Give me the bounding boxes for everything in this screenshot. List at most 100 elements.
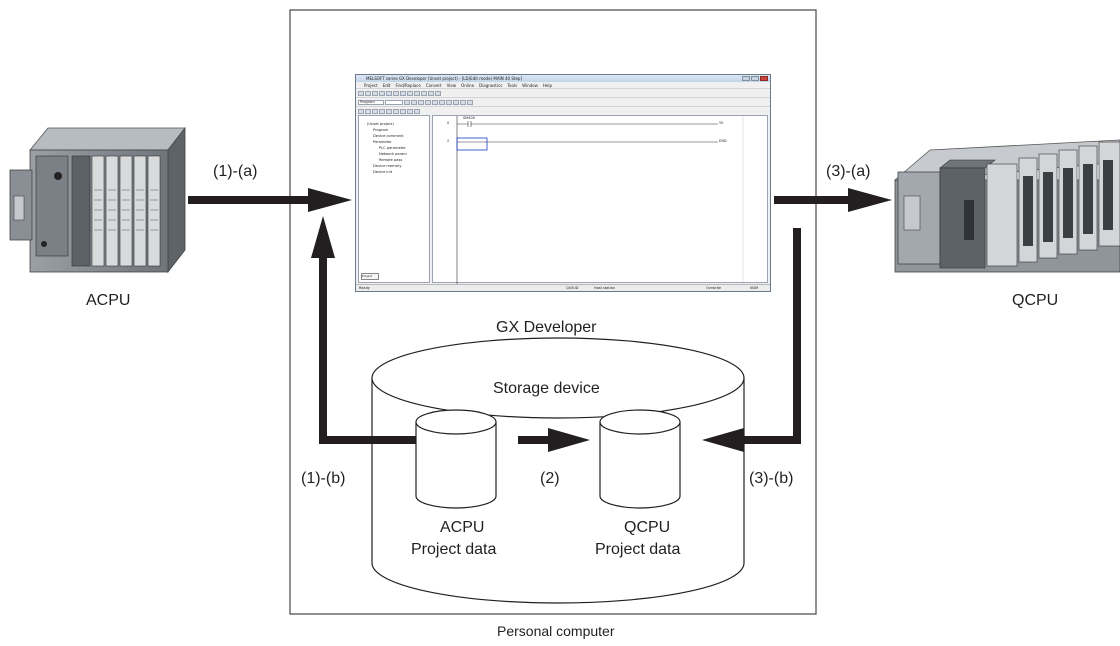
project-tab[interactable]: Project — [361, 273, 379, 280]
menu-online[interactable]: Online — [461, 82, 475, 88]
vline-icon[interactable] — [453, 99, 459, 105]
program-combo[interactable]: Program — [358, 99, 384, 105]
qcpu-label: QCPU — [1012, 292, 1059, 309]
tree-remote-pass[interactable]: Remote pass — [379, 158, 403, 162]
read-icon[interactable] — [435, 90, 441, 96]
personal-computer-label: Personal computer — [497, 623, 615, 639]
rising-icon[interactable] — [460, 99, 466, 105]
menu-view[interactable]: View — [446, 82, 457, 88]
save-icon[interactable] — [372, 90, 378, 96]
ladder-step-0: 0 — [447, 121, 450, 125]
step-1a-label: (1)-(a) — [213, 163, 258, 180]
step-2-label: (2) — [540, 470, 560, 487]
acpu-project-line2: Project data — [411, 541, 497, 558]
write-icon[interactable] — [428, 90, 434, 96]
copy-icon[interactable] — [393, 90, 399, 96]
note-icon[interactable] — [393, 108, 399, 114]
tree-plc-parameter[interactable]: PLC parameter — [379, 146, 406, 150]
ladder-diagram — [456, 116, 744, 286]
menu-diagnostics[interactable]: Diagnostics — [479, 82, 503, 88]
contact-nc-icon[interactable] — [425, 99, 431, 105]
qcpu-project-data-cylinder — [599, 409, 681, 509]
coil-icon[interactable] — [432, 99, 438, 105]
status-station: Host station — [594, 286, 616, 290]
gx-menu-bar: Project Edit Find/Replace Convert View O… — [356, 82, 770, 88]
menu-convert[interactable]: Convert — [425, 82, 442, 88]
cut-icon[interactable] — [386, 90, 392, 96]
ladder-view-icon[interactable] — [404, 99, 410, 105]
paste-icon[interactable] — [400, 90, 406, 96]
maximize-button[interactable] — [751, 76, 759, 81]
step-1b-label: (1)-(b) — [301, 470, 346, 487]
convert-icon[interactable] — [400, 108, 406, 114]
tree-parameter[interactable]: Parameter — [373, 140, 392, 144]
falling-icon[interactable] — [467, 99, 473, 105]
menu-help[interactable]: Help — [542, 82, 553, 88]
stop-monitor-icon[interactable] — [372, 108, 378, 114]
device-icon[interactable] — [414, 108, 420, 114]
acpu-project-data-cylinder — [415, 409, 497, 509]
project-tree-panel: (Unset project) Program Device comment P… — [358, 115, 430, 283]
gx-window-title: MELSOFT series GX Developer (Unset proje… — [366, 76, 523, 81]
arrow-1b — [311, 216, 416, 444]
acpu-project-line1: ACPU — [440, 519, 485, 536]
hline-icon[interactable] — [446, 99, 452, 105]
gx-toolbar-1 — [356, 88, 770, 97]
step-3a-label: (3)-(a) — [826, 163, 871, 180]
function-icon[interactable] — [439, 99, 445, 105]
gx-title-bar: MELSOFT series GX Developer (Unset proje… — [356, 75, 770, 82]
gx-body: (Unset project) Program Device comment P… — [356, 113, 770, 286]
list-view-icon[interactable] — [411, 99, 417, 105]
tree-device-memory[interactable]: Device memory — [373, 164, 402, 168]
undo-icon[interactable] — [407, 90, 413, 96]
menu-project[interactable]: Project — [364, 82, 378, 88]
print-icon[interactable] — [379, 90, 385, 96]
acpu-label: ACPU — [86, 292, 131, 309]
close-button[interactable] — [760, 76, 768, 81]
gx-status-bar: Ready Q03UD Host station Ovrwrite NUM — [356, 284, 770, 291]
menu-window[interactable]: Window — [522, 82, 538, 88]
menu-tools[interactable]: Tools — [507, 82, 518, 88]
personal-computer-frame — [289, 9, 817, 615]
ladder-contact-label: SM400 — [463, 116, 475, 120]
menu-find-replace[interactable]: Find/Replace — [395, 82, 421, 88]
tree-device-init[interactable]: Device init — [373, 170, 393, 174]
status-cpu: Q03UD — [566, 286, 579, 290]
arrow-3b — [702, 228, 801, 452]
ladder-step-2: 2 — [447, 139, 450, 143]
gx-developer-label: GX Developer — [496, 319, 597, 336]
minimize-button[interactable] — [742, 76, 750, 81]
arrow-3a — [774, 188, 892, 212]
tree-program[interactable]: Program — [373, 128, 389, 132]
find-icon[interactable] — [421, 90, 427, 96]
ladder-coil-label: Y0 — [719, 121, 724, 125]
contact-no-icon[interactable] — [418, 99, 424, 105]
storage-device-label: Storage device — [493, 380, 600, 397]
gx-toolbar-2: Program — [356, 97, 770, 106]
tree-device-comment[interactable]: Device comment — [373, 134, 404, 138]
open-icon[interactable] — [365, 90, 371, 96]
monitor-icon[interactable] — [358, 108, 364, 114]
zoom-icon[interactable] — [407, 108, 413, 114]
status-ready: Ready — [359, 286, 370, 290]
acpu-device-image — [9, 126, 186, 274]
gx-toolbar-3 — [356, 106, 770, 115]
step-3b-label: (3)-(b) — [749, 470, 794, 487]
gx-developer-window: MELSOFT series GX Developer (Unset proje… — [355, 74, 771, 292]
menu-edit[interactable]: Edit — [382, 82, 391, 88]
comment-icon[interactable] — [379, 108, 385, 114]
statement-icon[interactable] — [386, 108, 392, 114]
secondary-combo[interactable] — [385, 99, 403, 105]
ladder-end-label: END — [719, 139, 727, 143]
program-combo-value: Program — [360, 100, 375, 104]
ladder-editor[interactable]: 0 SM400 Y0 2 END — [432, 115, 768, 286]
tree-network-param[interactable]: Network param — [379, 152, 407, 156]
qcpu-project-line2: Project data — [595, 541, 681, 558]
new-icon[interactable] — [358, 90, 364, 96]
monitor-write-icon[interactable] — [365, 108, 371, 114]
tree-root[interactable]: (Unset project) — [367, 122, 394, 126]
redo-icon[interactable] — [414, 90, 420, 96]
status-mode: Ovrwrite — [706, 286, 722, 290]
arrow-1a — [188, 188, 352, 212]
